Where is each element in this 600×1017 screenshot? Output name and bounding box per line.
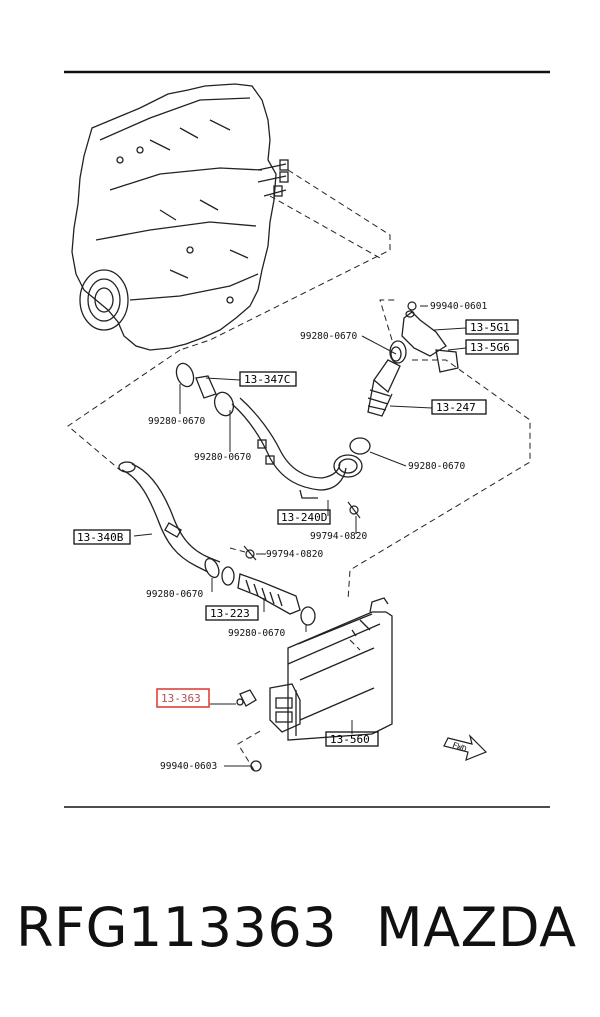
ref-13-347c: 13-347C <box>244 373 290 386</box>
ref-13-560: 13-560 <box>330 733 370 746</box>
fwd-arrow-icon: FWD <box>443 734 488 761</box>
pn-clamp-right-mid: 99280-0670 <box>408 461 465 472</box>
caption: RFG113363 MAZDA <box>0 896 600 986</box>
hose-13-223-drawing <box>221 566 316 626</box>
ref-13-223: 13-223 <box>210 607 250 620</box>
ref-13-363: 13-363 <box>161 692 201 705</box>
engine-block-drawing <box>71 83 289 351</box>
pn-bolt-mid-left: 99794-0820 <box>266 549 323 560</box>
dashed-guides <box>67 169 531 771</box>
ref-13-247: 13-247 <box>436 401 476 414</box>
pn-clamp-lower-left: 99280-0670 <box>146 589 203 600</box>
ref-13-5g6: 13-5G6 <box>470 341 510 354</box>
ref-13-340b: 13-340B <box>77 531 124 544</box>
hose-13-247-drawing <box>349 310 459 455</box>
pn-bolt-top: 99940-0601 <box>430 301 487 312</box>
pn-clamp-upper-right: 99280-0670 <box>300 331 357 342</box>
ref-13-240d: 13-240D <box>281 511 327 524</box>
parts-diagram: 13-347C 13-5G1 13-5G6 13-247 13-240D 13-… <box>64 70 550 808</box>
intercooler-13-560-drawing <box>236 597 393 772</box>
bolts-drawing <box>243 301 417 561</box>
pipe-13-240d-drawing <box>175 362 363 499</box>
pn-clamp-left-b: 99280-0670 <box>194 452 251 463</box>
ref-13-5g1: 13-5G1 <box>470 321 510 334</box>
highlight-box-13-363 <box>156 688 210 708</box>
leader-lines <box>133 305 467 767</box>
hose-13-340b-drawing <box>118 461 221 579</box>
pn-bolt-bottom: 99940-0603 <box>160 761 217 772</box>
pn-clamp-lower-mid: 99280-0670 <box>228 628 285 639</box>
pn-clamp-left-a: 99280-0670 <box>148 416 205 427</box>
caption-part-number: RFG113363 <box>16 896 338 959</box>
ref-boxes <box>73 319 519 747</box>
caption-brand: MAZDA <box>376 896 577 959</box>
pn-bolt-mid: 99794-0820 <box>310 531 367 542</box>
